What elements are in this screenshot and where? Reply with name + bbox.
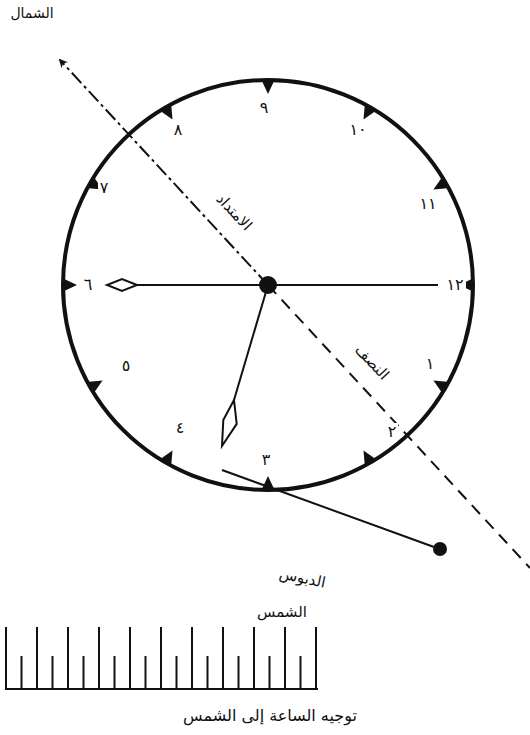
scale-ticks — [6, 627, 316, 689]
caption: توجيه الساعة إلى الشمس — [181, 707, 359, 725]
scale-tick — [145, 656, 147, 689]
pin-head — [433, 542, 447, 556]
pin-label: الدبوس — [275, 565, 328, 592]
hour-number: ٢ — [386, 423, 399, 441]
hour-marker — [159, 103, 173, 119]
scale-tick — [5, 627, 7, 689]
scale-tick — [191, 627, 193, 689]
hour-number: ٩ — [258, 99, 271, 117]
watch-rim — [63, 80, 473, 490]
hour-marker — [364, 103, 378, 119]
hour-number: ٨ — [172, 121, 185, 139]
hour-number: ٦ — [82, 276, 95, 294]
scale-tick — [98, 627, 100, 689]
hour-marker — [433, 381, 449, 395]
hour-marker — [159, 450, 173, 466]
hour-marker — [364, 450, 378, 466]
hour-number: ٧ — [98, 179, 111, 197]
scale-tick — [21, 656, 23, 689]
north-label: الشمال — [8, 6, 55, 21]
hour-number: ٣ — [260, 451, 273, 469]
hour-number: ١ — [424, 355, 437, 373]
scale-tick — [284, 627, 286, 689]
hour-marker — [261, 79, 275, 94]
hour-markers — [62, 79, 474, 491]
watch-face — [63, 80, 473, 490]
line-label: النصف — [350, 340, 393, 385]
hour-number: ١١ — [417, 195, 438, 213]
hour-marker — [62, 278, 77, 292]
hand-tip — [107, 279, 137, 291]
scale-tick — [300, 656, 302, 689]
scale-tick — [176, 656, 178, 689]
hour-hand — [137, 284, 438, 286]
scale-tick — [67, 627, 69, 689]
hour-number: ٤ — [174, 419, 187, 437]
scale-tick — [269, 656, 271, 689]
hand-pivot — [259, 276, 277, 294]
scale-tick — [207, 656, 209, 689]
scale-tick — [129, 627, 131, 689]
extension-line — [60, 60, 268, 285]
scale-tick — [160, 627, 162, 689]
scale-tick — [36, 627, 38, 689]
scale-tick — [238, 656, 240, 689]
hour-marker — [433, 176, 449, 190]
scale-tick — [315, 627, 317, 689]
hour-marker — [86, 381, 102, 395]
scale-tick — [114, 656, 116, 689]
scale-tick — [52, 656, 54, 689]
sun-label: الشمس — [255, 604, 309, 621]
hour-number: ٥ — [120, 357, 133, 375]
pin-stick — [222, 470, 434, 547]
scale-tick — [83, 656, 85, 689]
hand-tip — [222, 400, 237, 446]
hour-number: ١٠ — [347, 121, 368, 139]
scale-tick — [253, 627, 255, 689]
hour-number: ١٢ — [444, 276, 465, 294]
line-label: الامتداد — [212, 189, 257, 235]
scale-tick — [222, 627, 224, 689]
half-line — [268, 285, 530, 568]
minute-hand — [234, 285, 268, 400]
